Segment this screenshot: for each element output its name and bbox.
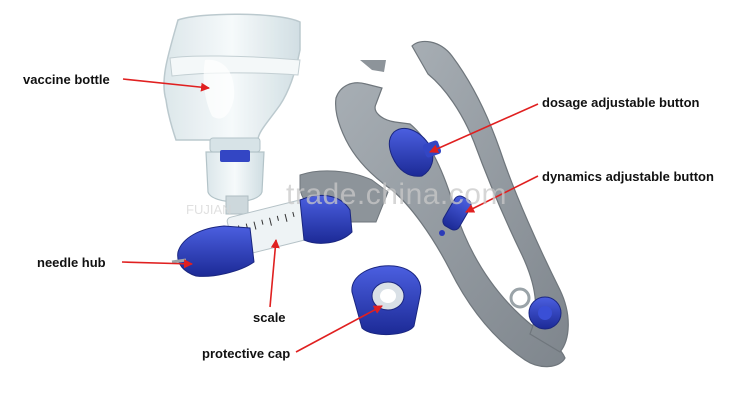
label-needle-hub: needle hub: [37, 255, 106, 270]
label-arrows: [121, 78, 539, 353]
label-dynamics-adjustable-button: dynamics adjustable button: [542, 169, 714, 184]
label-scale: scale: [253, 310, 286, 325]
plunger-knob: [509, 287, 562, 330]
arrow-vaccine-bottle: [122, 78, 210, 92]
label-vaccine-bottle: vaccine bottle: [23, 72, 110, 87]
vaccine-bottle-shape: [163, 13, 301, 215]
arrow-dynamics-button: [465, 175, 539, 213]
label-protective-cap: protective cap: [202, 346, 291, 361]
dynamics-adjustable-button-shape: [442, 195, 472, 231]
label-dosage-adjustable-button: dosage adjustable button: [542, 95, 700, 110]
protective-cap-shape: [351, 265, 422, 335]
arrow-needle-hub: [121, 259, 193, 269]
arrow-dosage-button: [429, 103, 539, 153]
syringe-barrel: [171, 194, 353, 277]
arrow-scale: [269, 239, 280, 308]
watermark-tag: FUJIAN: [186, 202, 232, 217]
arrow-protective-cap: [295, 305, 383, 353]
watermark-site: trade.china.com: [286, 178, 507, 211]
